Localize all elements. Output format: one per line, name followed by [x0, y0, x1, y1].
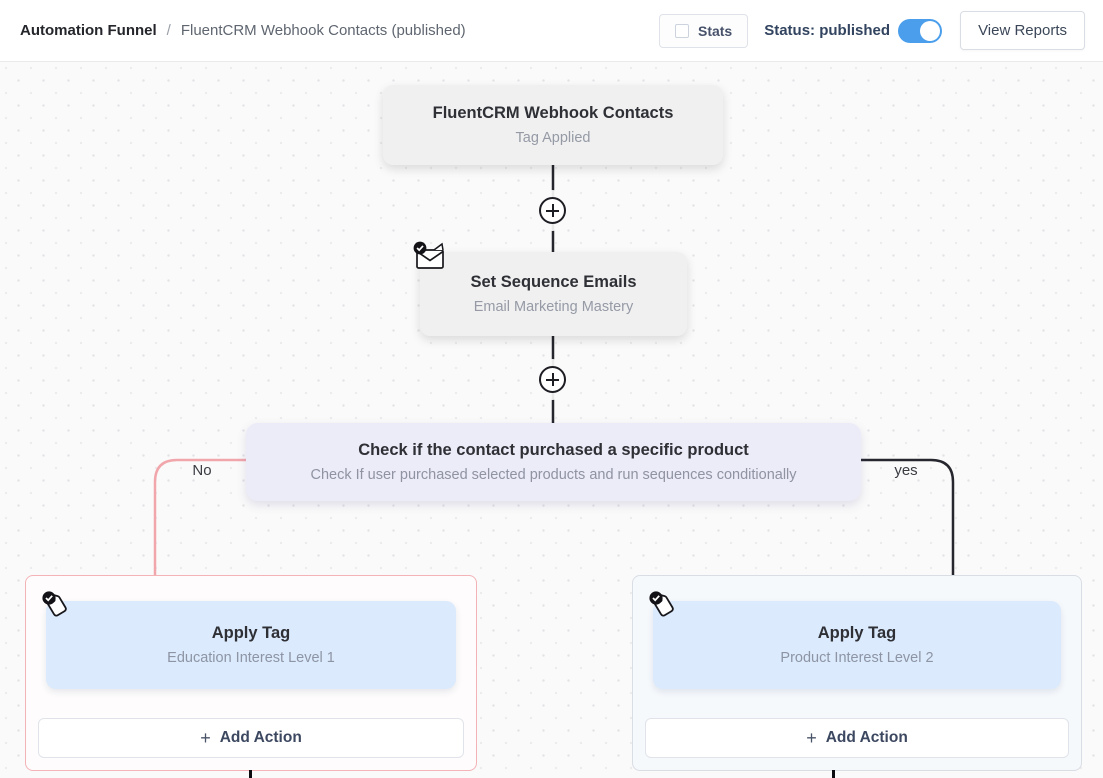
sequence-title: Set Sequence Emails — [470, 273, 637, 291]
add-action-button-yes[interactable]: + Add Action — [645, 718, 1069, 758]
apply-tag-node-yes[interactable]: Apply Tag Product Interest Level 2 — [649, 591, 1061, 689]
condition-title: Check if the contact purchased a specifi… — [358, 441, 749, 459]
add-step-button-1[interactable] — [539, 197, 566, 224]
status-toggle[interactable] — [898, 18, 943, 43]
breadcrumb-separator: / — [166, 22, 171, 39]
add-step-button-2[interactable] — [539, 366, 566, 393]
apply-tag-node-no[interactable]: Apply Tag Education Interest Level 1 — [42, 591, 456, 689]
stats-button-label: Stats — [697, 22, 733, 39]
branch-no-label: No — [192, 462, 212, 479]
apply-tag-title-yes: Apply Tag — [817, 624, 897, 642]
branch-yes-container: Apply Tag Product Interest Level 2 + Add… — [632, 575, 1082, 771]
plus-icon: + — [806, 727, 817, 748]
trigger-node[interactable]: FluentCRM Webhook Contacts Tag Applied — [383, 85, 723, 165]
apply-tag-title-no: Apply Tag — [211, 624, 291, 642]
breadcrumb: Automation Funnel / FluentCRM Webhook Co… — [20, 22, 466, 39]
view-reports-button[interactable]: View Reports — [960, 11, 1085, 50]
funnel-canvas: FluentCRM Webhook Contacts Tag Applied S… — [0, 62, 1103, 778]
branch-yes-continuation-line — [832, 770, 835, 778]
breadcrumb-current: FluentCRM Webhook Contacts (published) — [180, 22, 466, 39]
trigger-subtitle: Tag Applied — [515, 130, 591, 146]
stats-checkbox-icon[interactable] — [674, 23, 689, 38]
toggle-knob-icon — [920, 20, 941, 41]
stats-button[interactable]: Stats — [658, 13, 749, 48]
tag-check-icon — [646, 588, 682, 629]
breadcrumb-root[interactable]: Automation Funnel — [20, 22, 157, 39]
trigger-title: FluentCRM Webhook Contacts — [432, 104, 674, 122]
branch-no-continuation-line — [249, 770, 252, 778]
plus-icon: + — [200, 727, 211, 748]
condition-node[interactable]: Check if the contact purchased a specifi… — [246, 423, 861, 501]
header-actions: Stats Status: published View Reports — [658, 11, 1085, 50]
sequence-subtitle: Email Marketing Mastery — [473, 299, 634, 315]
header-bar: Automation Funnel / FluentCRM Webhook Co… — [0, 0, 1103, 62]
branch-yes-label: yes — [894, 462, 918, 479]
add-action-label-yes: Add Action — [825, 729, 908, 746]
envelope-check-icon — [412, 241, 446, 278]
condition-subtitle: Check If user purchased selected product… — [310, 467, 797, 483]
apply-tag-subtitle-yes: Product Interest Level 2 — [780, 650, 934, 666]
branch-no-container: Apply Tag Education Interest Level 1 + A… — [25, 575, 477, 771]
apply-tag-subtitle-no: Education Interest Level 1 — [167, 650, 335, 666]
sequence-node[interactable]: Set Sequence Emails Email Marketing Mast… — [413, 241, 687, 336]
status-label: Status: published — [764, 22, 891, 39]
add-action-button-no[interactable]: + Add Action — [38, 718, 464, 758]
add-action-label-no: Add Action — [219, 729, 302, 746]
tag-check-icon — [39, 588, 75, 629]
